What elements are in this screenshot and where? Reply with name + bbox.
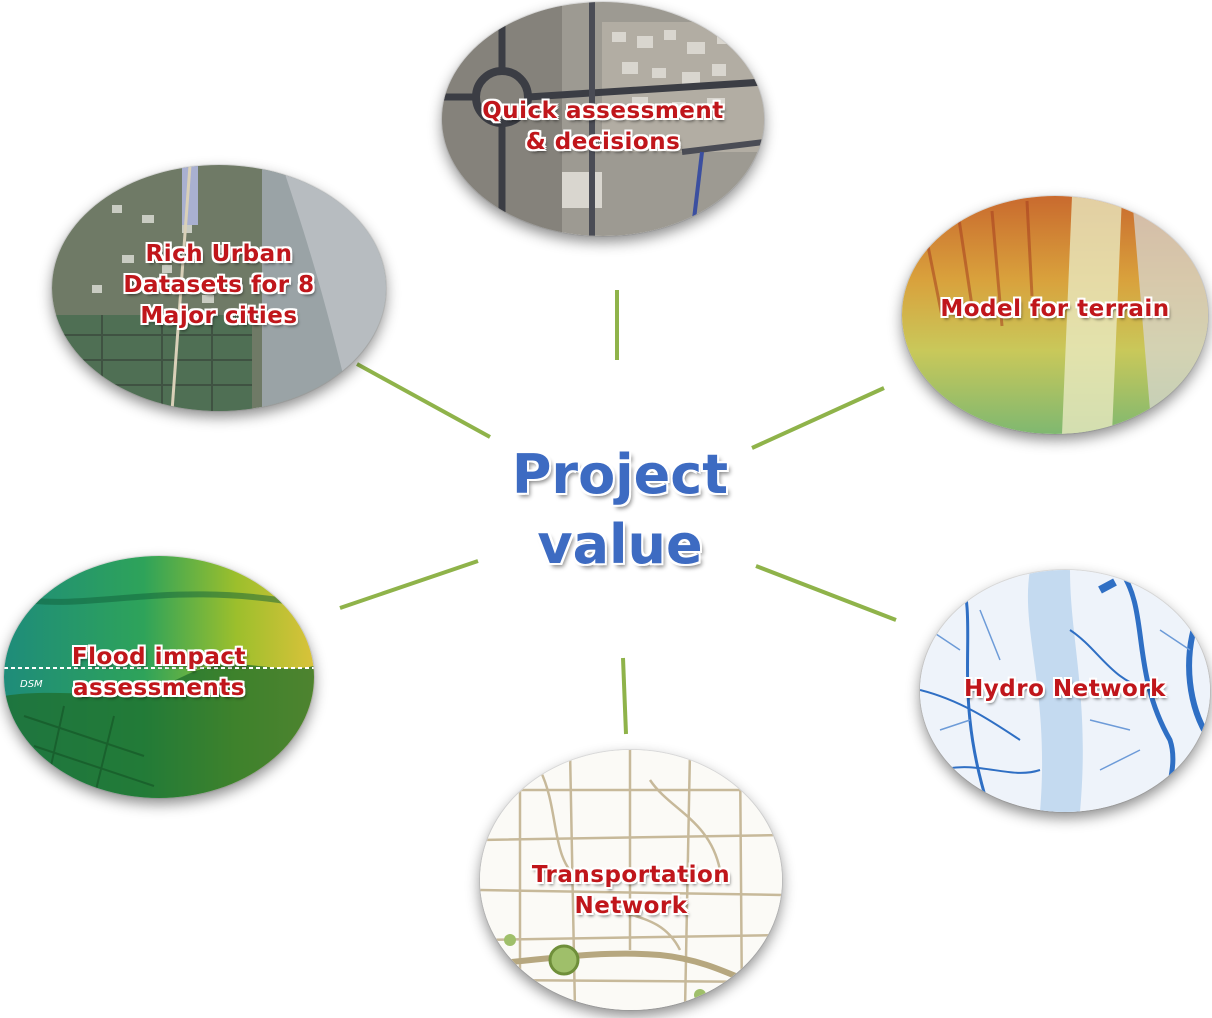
node-quick-label: Quick assessment & decisions bbox=[442, 96, 764, 158]
project-value-title: Project value bbox=[470, 440, 770, 580]
node-flood-label: Flood impact assessments bbox=[4, 642, 314, 704]
digital-surface-model-image: DSM bbox=[4, 556, 314, 798]
title-line2: value bbox=[537, 513, 703, 576]
node-hydro-network: Hydro Network bbox=[920, 570, 1210, 812]
node-terrain-line1: Model for terrain bbox=[940, 296, 1170, 322]
dsm-tag: DSM bbox=[20, 679, 43, 690]
node-urban-line2: Datasets for 8 bbox=[123, 272, 315, 298]
title-line1: Project bbox=[511, 443, 729, 506]
connector-hydro bbox=[755, 564, 897, 622]
node-flood-impact: DSM Flood impact assessments bbox=[4, 556, 314, 798]
node-quick-line1: Quick assessment bbox=[482, 98, 724, 124]
road-network-map-image bbox=[480, 750, 782, 1010]
node-transportation-network: Transportation Network bbox=[480, 750, 782, 1010]
node-urban-line3: Major cities bbox=[140, 303, 298, 329]
node-transport-line1: Transportation bbox=[531, 862, 731, 888]
connector-terrain bbox=[751, 386, 885, 450]
node-flood-line2: assessments bbox=[72, 675, 245, 701]
river-network-map-image bbox=[920, 570, 1210, 812]
terrain-elevation-model-image bbox=[902, 196, 1208, 434]
aerial-urban-roundabout-image bbox=[442, 2, 764, 236]
node-transport-line2: Network bbox=[574, 893, 688, 919]
connector-flood bbox=[339, 559, 479, 610]
node-transport-label: Transportation Network bbox=[480, 860, 782, 922]
node-hydro-line1: Hydro Network bbox=[964, 676, 1166, 702]
node-terrain-model: Model for terrain bbox=[902, 196, 1208, 434]
connector-transport bbox=[621, 657, 628, 735]
node-urban-label: Rich Urban Datasets for 8 Major cities bbox=[52, 239, 386, 332]
node-rich-urban: Rich Urban Datasets for 8 Major cities bbox=[52, 165, 386, 411]
aerial-satellite-city-image bbox=[52, 165, 386, 411]
node-urban-line1: Rich Urban bbox=[145, 241, 293, 267]
node-quick-line2: & decisions bbox=[525, 129, 681, 155]
node-terrain-label: Model for terrain bbox=[902, 294, 1208, 325]
node-flood-line1: Flood impact bbox=[71, 644, 247, 670]
node-hydro-label: Hydro Network bbox=[920, 674, 1210, 705]
node-quick-assessment: Quick assessment & decisions bbox=[442, 2, 764, 236]
